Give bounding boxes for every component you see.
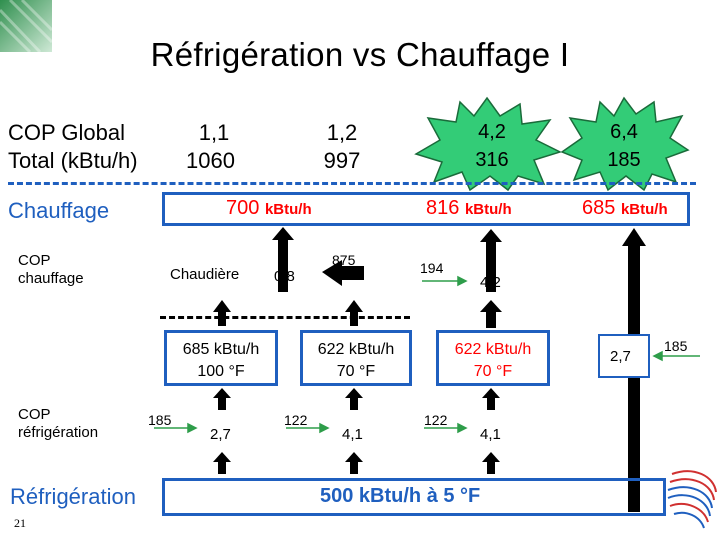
temp-box-1-power: 685 kBtu/h — [167, 339, 275, 361]
refrigeration-label: Réfrigération — [10, 484, 136, 510]
dashed-black-line — [160, 316, 410, 319]
arrow-up-col2-mid — [345, 388, 363, 410]
cop-value-27-left: 2,7 — [210, 426, 231, 443]
arrow-up-col2-top — [345, 300, 363, 326]
arrow-up-col1-lower — [213, 388, 231, 410]
page-number: 21 — [14, 516, 26, 531]
temp-box-3-temp: 70 °F — [439, 361, 547, 383]
cop-value-42-top: 4,2 — [480, 274, 501, 291]
cop-value-41-b: 4,1 — [480, 426, 501, 443]
temp-box-1: 685 kBtu/h 100 °F — [164, 330, 278, 386]
value-185-left: 185 — [148, 412, 171, 428]
temp-box-2: 622 kBtu/h 70 °F — [300, 330, 412, 386]
refrigeration-value: 500 kBtu/h à 5 °F — [320, 485, 480, 508]
value-122-b: 122 — [424, 412, 447, 428]
arrow-up-col1-top — [213, 300, 231, 326]
arrow-up-col3-mid — [480, 300, 502, 328]
cop-value-08: 0,8 — [274, 268, 295, 285]
temp-box-3-power: 622 kBtu/h — [439, 339, 547, 361]
arrow-up-col3-lower — [482, 388, 500, 410]
value-875: 875 — [332, 252, 355, 268]
cop-value-27-right: 2,7 — [610, 348, 631, 365]
value-194: 194 — [420, 260, 443, 276]
temp-box-2-power: 622 kBtu/h — [303, 339, 409, 361]
value-122-a: 122 — [284, 412, 307, 428]
temp-box-1-temp: 100 °F — [167, 361, 275, 383]
temp-box-2-temp: 70 °F — [303, 361, 409, 383]
arrow-up-col3-bottom — [482, 452, 500, 474]
temp-box-3: 622 kBtu/h 70 °F — [436, 330, 550, 386]
arrow-up-col2-bottom — [345, 452, 363, 474]
value-185-right: 185 — [664, 338, 687, 354]
arrow-up-col1-bottom — [213, 452, 231, 474]
cop-value-41-a: 4,1 — [342, 426, 363, 443]
